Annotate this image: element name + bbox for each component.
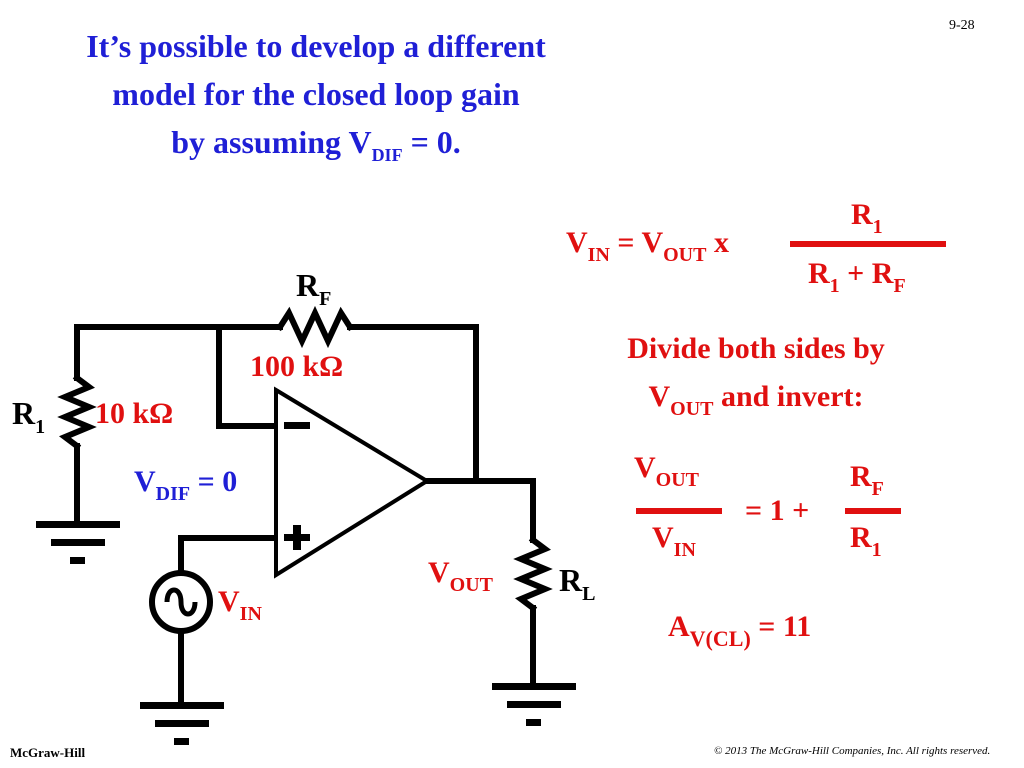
eq1-fraction-bar	[790, 241, 946, 247]
sine-wave-icon	[164, 587, 198, 617]
r1-label: R1	[12, 395, 46, 438]
ground-source-icon	[140, 702, 224, 745]
ground-load-icon	[492, 683, 576, 726]
title-line-1: It’s possible to develop a different	[86, 28, 546, 64]
wire-output	[424, 478, 536, 543]
publisher-label: McGraw-Hill	[10, 745, 86, 760]
eq2-right-fraction-bar	[845, 508, 901, 514]
ground-r1-icon	[36, 521, 120, 564]
eq2-denominator-right: R1	[850, 521, 882, 561]
wire-inverting	[216, 324, 279, 429]
wire-noninverting	[178, 535, 279, 576]
slide-title: It’s possible to develop a different mod…	[0, 22, 632, 171]
eq1-lhs: VIN = VOUT x	[566, 226, 729, 266]
r1-value: 10 kΩ	[95, 397, 174, 430]
wire-top-right	[347, 324, 479, 484]
vin-label: VIN	[218, 585, 262, 625]
copyright-notice: © 2013 The McGraw-Hill Companies, Inc. A…	[714, 745, 991, 757]
instruction-line-1: Divide both sides by	[627, 332, 885, 365]
title-line-3: by assuming VDIF = 0.	[171, 124, 461, 165]
rl-resistor	[513, 535, 553, 613]
slide-number: 9-28	[949, 18, 975, 33]
instruction-line-2: VOUT and invert:	[648, 380, 864, 420]
vdif-label: VDIF = 0	[134, 465, 238, 505]
eq1-numerator: R1	[851, 198, 883, 238]
op-amp-triangle	[274, 386, 431, 579]
vout-label: VOUT	[428, 556, 494, 596]
eq2-numerator-right: RF	[850, 460, 884, 500]
eq2-left-fraction-bar	[636, 508, 722, 514]
rf-resistor	[275, 305, 355, 349]
rf-value: 100 kΩ	[250, 350, 344, 383]
eq1-denominator: R1 + RF	[808, 257, 906, 297]
rf-label: RF	[296, 267, 332, 310]
gain-result: AV(CL) = 11	[668, 610, 812, 651]
title-line-2: model for the closed loop gain	[112, 76, 520, 112]
minus-sign-icon	[284, 422, 310, 429]
eq2-numerator-left: VOUT	[634, 451, 700, 491]
rl-label: RL	[559, 562, 596, 605]
r1-resistor	[57, 373, 97, 451]
eq2-denominator-left: VIN	[652, 521, 696, 561]
eq2-middle: = 1 +	[745, 494, 810, 527]
